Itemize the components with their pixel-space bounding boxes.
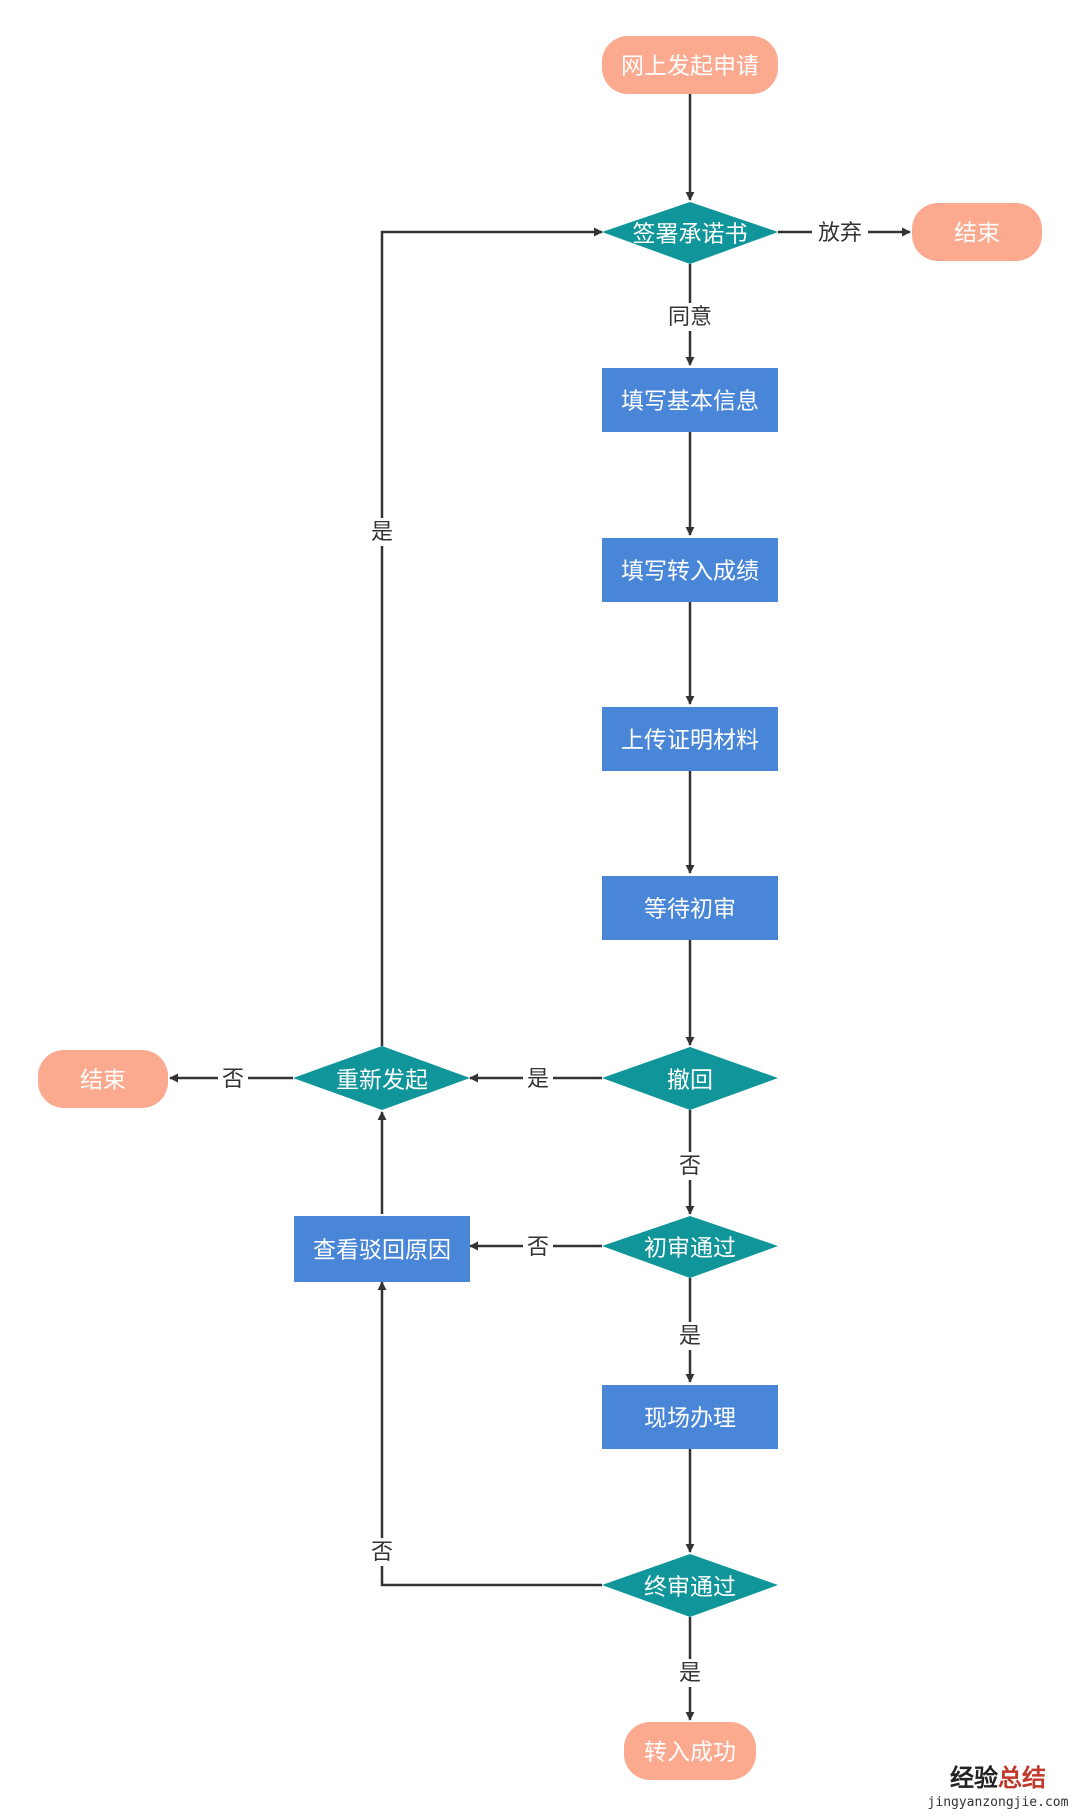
node-fill-info: 填写基本信息 xyxy=(602,368,778,432)
node-end-left-label: 结束 xyxy=(80,1068,126,1094)
edge-label-withdraw-yes: 是 xyxy=(527,1067,549,1092)
node-onsite: 现场办理 xyxy=(602,1385,778,1449)
node-sign-label: 签署承诺书 xyxy=(633,222,748,248)
node-reinitiate-label: 重新发起 xyxy=(336,1068,428,1094)
node-fill-grades-label: 填写转入成绩 xyxy=(621,559,759,585)
node-final-pass-label: 终审通过 xyxy=(644,1575,736,1601)
node-upload-label: 上传证明材料 xyxy=(621,728,759,754)
watermark: 经验 总结 jingyanzongjie.com xyxy=(928,1763,1069,1810)
edge-label-final-yes: 是 xyxy=(679,1661,701,1686)
node-end-giveup-label: 结束 xyxy=(954,221,1000,247)
node-start: 网上发起申请 xyxy=(602,36,778,94)
edge-label-reinitiate-no: 否 xyxy=(222,1067,244,1092)
edge-label-first-no: 否 xyxy=(527,1235,549,1260)
node-wait-review: 等待初审 xyxy=(602,876,778,940)
edge-label-first-yes: 是 xyxy=(679,1324,701,1349)
edge-label-final-no: 否 xyxy=(371,1540,393,1565)
node-reinitiate: 重新发起 xyxy=(293,1046,470,1110)
watermark-url: jingyanzongjie.com xyxy=(928,1795,1069,1810)
watermark-title-b: 总结 xyxy=(998,1763,1046,1792)
node-upload: 上传证明材料 xyxy=(602,707,778,771)
node-success-label: 转入成功 xyxy=(644,1740,736,1766)
node-first-pass-label: 初审通过 xyxy=(644,1236,736,1262)
node-fill-grades: 填写转入成绩 xyxy=(602,538,778,602)
node-end-left: 结束 xyxy=(38,1050,168,1108)
watermark-title-a: 经验 xyxy=(950,1763,998,1792)
node-first-pass: 初审通过 xyxy=(602,1216,778,1278)
node-withdraw-label: 撤回 xyxy=(667,1068,713,1094)
edge-label-giveup: 放弃 xyxy=(818,221,862,246)
node-final-pass: 终审通过 xyxy=(602,1554,778,1617)
node-view-reason: 查看驳回原因 xyxy=(294,1216,470,1282)
node-sign: 签署承诺书 xyxy=(602,202,778,264)
arrow-final-to-reason xyxy=(377,1281,602,1587)
node-onsite-label: 现场办理 xyxy=(644,1406,736,1432)
edge-label-agree: 同意 xyxy=(668,305,712,330)
edge-label-withdraw-no: 否 xyxy=(679,1154,701,1179)
arrow-reinitiate-to-sign xyxy=(380,227,603,1046)
node-end-giveup: 结束 xyxy=(912,203,1042,261)
node-withdraw: 撤回 xyxy=(602,1047,778,1110)
node-fill-info-label: 填写基本信息 xyxy=(621,389,759,415)
node-view-reason-label: 查看驳回原因 xyxy=(313,1238,451,1264)
node-success: 转入成功 xyxy=(624,1722,756,1780)
connectors xyxy=(169,94,911,1721)
edge-labels: 放弃 同意 是 是 否 否 否 是 否 是 xyxy=(218,218,868,1687)
node-wait-review-label: 等待初审 xyxy=(644,897,736,923)
edge-label-reinitiate-yes: 是 xyxy=(371,520,393,545)
node-start-label: 网上发起申请 xyxy=(621,54,759,80)
